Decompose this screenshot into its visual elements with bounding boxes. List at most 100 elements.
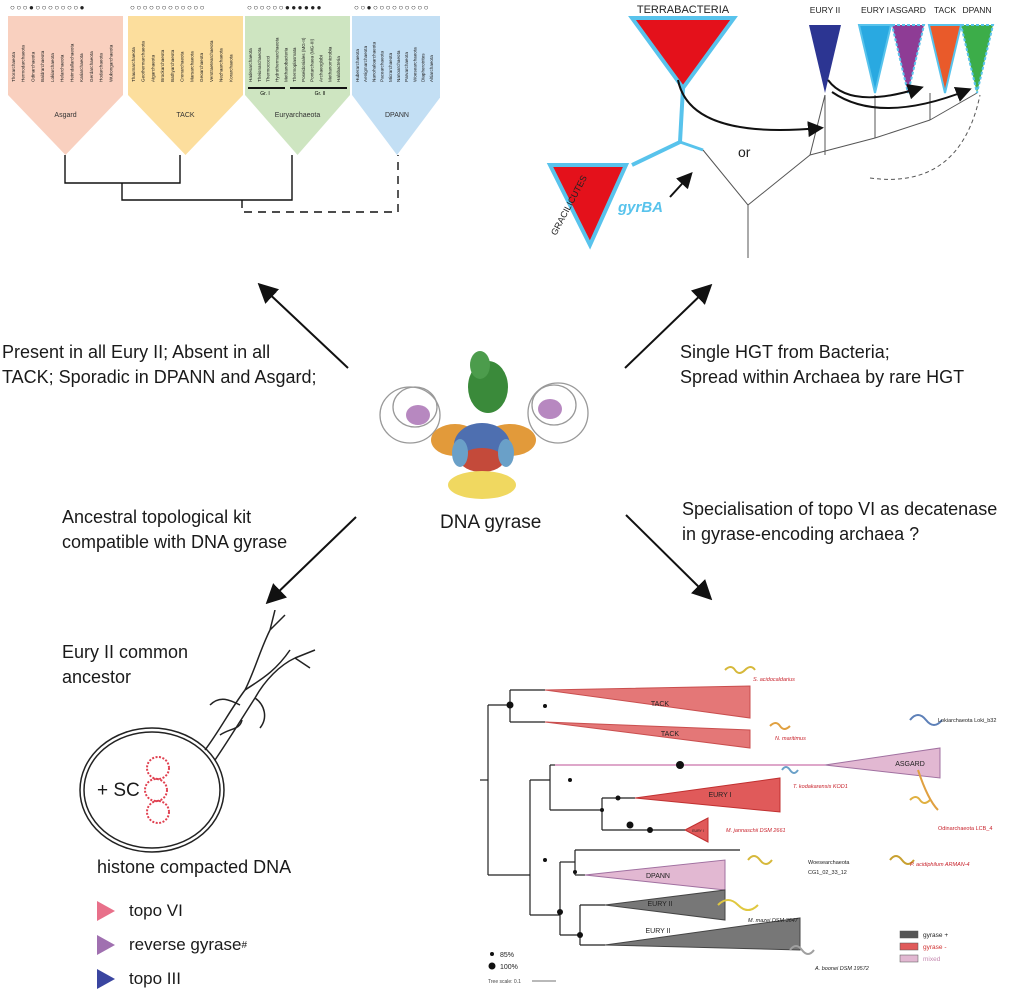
tree-scale-label: Tree scale: 0.1 [488,979,521,985]
histone-caption: histone compacted DNA [97,857,292,877]
legend-swatch [899,942,919,951]
bottom-left-line-1: Ancestral topological kit [62,507,252,527]
taxon-label: Altiarchaeota [429,55,434,82]
ancestor-cell-drawing [79,610,316,853]
clade-eury-ii-1 [604,889,726,921]
presence-dots: ○○○○○○●●●●●● [247,3,323,12]
taxon-label: Marsarchaeota [189,51,194,82]
bottom-left-description: Ancestral topological kit compatible wit… [62,505,287,555]
cell-body [79,727,225,853]
hgt-arrow-4 [831,86,972,109]
species-label: Odinarchaeota LCB_4 [938,826,992,832]
gyrase-structure-image [379,351,589,499]
arrow-to-top-right [624,283,713,369]
taxon-label: Thermococci [266,56,271,82]
taxon-label: Hadesarchaeota [248,48,253,82]
taxon-label: Thaumarchaeota [131,47,136,82]
target-label: EURY I [861,5,889,15]
taxon-label: Kariarchaeota [79,53,84,82]
or-label: or [738,144,751,160]
topo-vi-triangle-icon [97,901,115,921]
clade-dpann [584,859,726,891]
hgt-arrow-1 [677,79,824,138]
group-label: Gr. II [315,91,326,97]
target-dpann: DPANN [959,5,995,94]
dna-gyrase-label: DNA gyrase [440,512,542,533]
group-label: Gr. I [260,91,269,97]
gyrase-legend: gyrase +gyrase -mixed [899,930,948,963]
clade-tree [64,155,399,213]
clade-name: Euryarchaeota [275,112,321,119]
target-tack: TACK [927,5,963,94]
arrow-to-bottom-left [265,516,357,605]
clade-name: DPANN [385,112,409,119]
top-right-line-2: Spread within Archaea by rare HGT [680,367,965,387]
taxon-label: Diapherotrites [421,53,426,82]
legend-label: topo III [129,969,181,988]
taxon-label: Aigarchaeota [150,54,155,82]
taxon-label: Hydrothermarchaeota [274,37,279,82]
taxon-label: Woesearchaeota [412,47,417,82]
reverse-gyrase-triangle-icon [97,935,115,955]
taxon-label: Geoarchaeota [199,52,204,82]
top-left-line-1: Present in all Eury II; Absent in all [2,342,271,362]
taxon-label: Methanomicrobia [327,46,332,82]
bottom-right-line-1: Specialisation of topo VI as decatenase [682,499,998,519]
taxon-label: Methanobacteria [283,47,288,82]
species-label: CG1_02_33_12 [808,870,847,876]
taxon-label: Baldrarchaeota [40,50,45,82]
bootstrap-nodes [506,701,684,938]
gyrba-label: gyrBA [617,199,663,216]
taxon-label: Halobacteria [336,56,341,82]
top-right-description: Single HGT from Bacteria; Spread within … [680,340,964,390]
presence-dots: ○○●○○○○○○○○○ [354,3,430,12]
bottom-right-description: Specialisation of topo VI as decatenase … [682,497,997,547]
clade-tack-2 [544,721,751,749]
species-label: S. acidocaldarius [753,677,795,683]
legend-swatch [899,954,919,963]
topo-vi-phylogeny: TACK TACK ASGARD EURY I EURY I DPANN EUR… [480,666,996,985]
taxon-label: Huberarchaeota [355,49,360,82]
legend-label: gyrase - [923,944,946,951]
taxon-label: Nanoarchaeota [396,50,401,82]
taxon-label: Theionarchaeota [257,47,262,82]
taxon-label: Gerdarchaeota [89,51,94,82]
taxon-label: Hermodarchaeota [21,45,26,82]
clade-cone-euryarchaeota: ○○○○○○●●●●●● Hadesarchaeota Theionarchaeot… [245,3,350,155]
taxon-label: Thermoplasmata [292,47,297,82]
clade-label: EURY II [645,928,670,935]
clade-label: EURY I [692,829,704,833]
target-eury-ii: EURY II [809,5,841,93]
ancestor-title-line-2: ancestor [62,667,132,687]
clade-eury-i [634,777,781,813]
taxon-label: Pontarchaea (MG-III) [310,38,315,82]
taxon-label: Helarchaeota [60,54,65,82]
target-asgard: ASGARD [890,5,926,94]
legend-swatch [899,930,919,939]
ancestor-title-line-1: Eury II common [62,642,189,662]
hgt-arrow-3 [827,79,924,100]
target-label: DPANN [962,5,991,15]
bootstrap-100-label: 100% [500,964,518,971]
species-label: N. maritimus [775,736,806,742]
species-label: M. jannaschii DSM 2661 [726,828,786,834]
taxon-label: Odinarchaeota [30,51,35,82]
archaea-tree [702,92,981,258]
taxon-label: Parvarchaeota [404,52,409,82]
supercoiling-label: + SC [97,780,140,801]
taxon-label: Pacearchaeota [380,51,385,82]
taxon-label: Crenarchaeota [180,51,185,82]
legend-label: reverse gyrase [129,935,242,954]
top-right-line-1: Single HGT from Bacteria; [680,342,890,362]
clade-eury-i-small [683,817,709,843]
legend-label: gyrase + [923,932,948,939]
taxon-label: Thorarchaeota [11,52,16,82]
clade-label: TACK [661,731,679,738]
taxon-label: Poseidoniales (MG-II) [301,37,306,82]
taxon-label: Lokiarchaeota [50,53,55,82]
